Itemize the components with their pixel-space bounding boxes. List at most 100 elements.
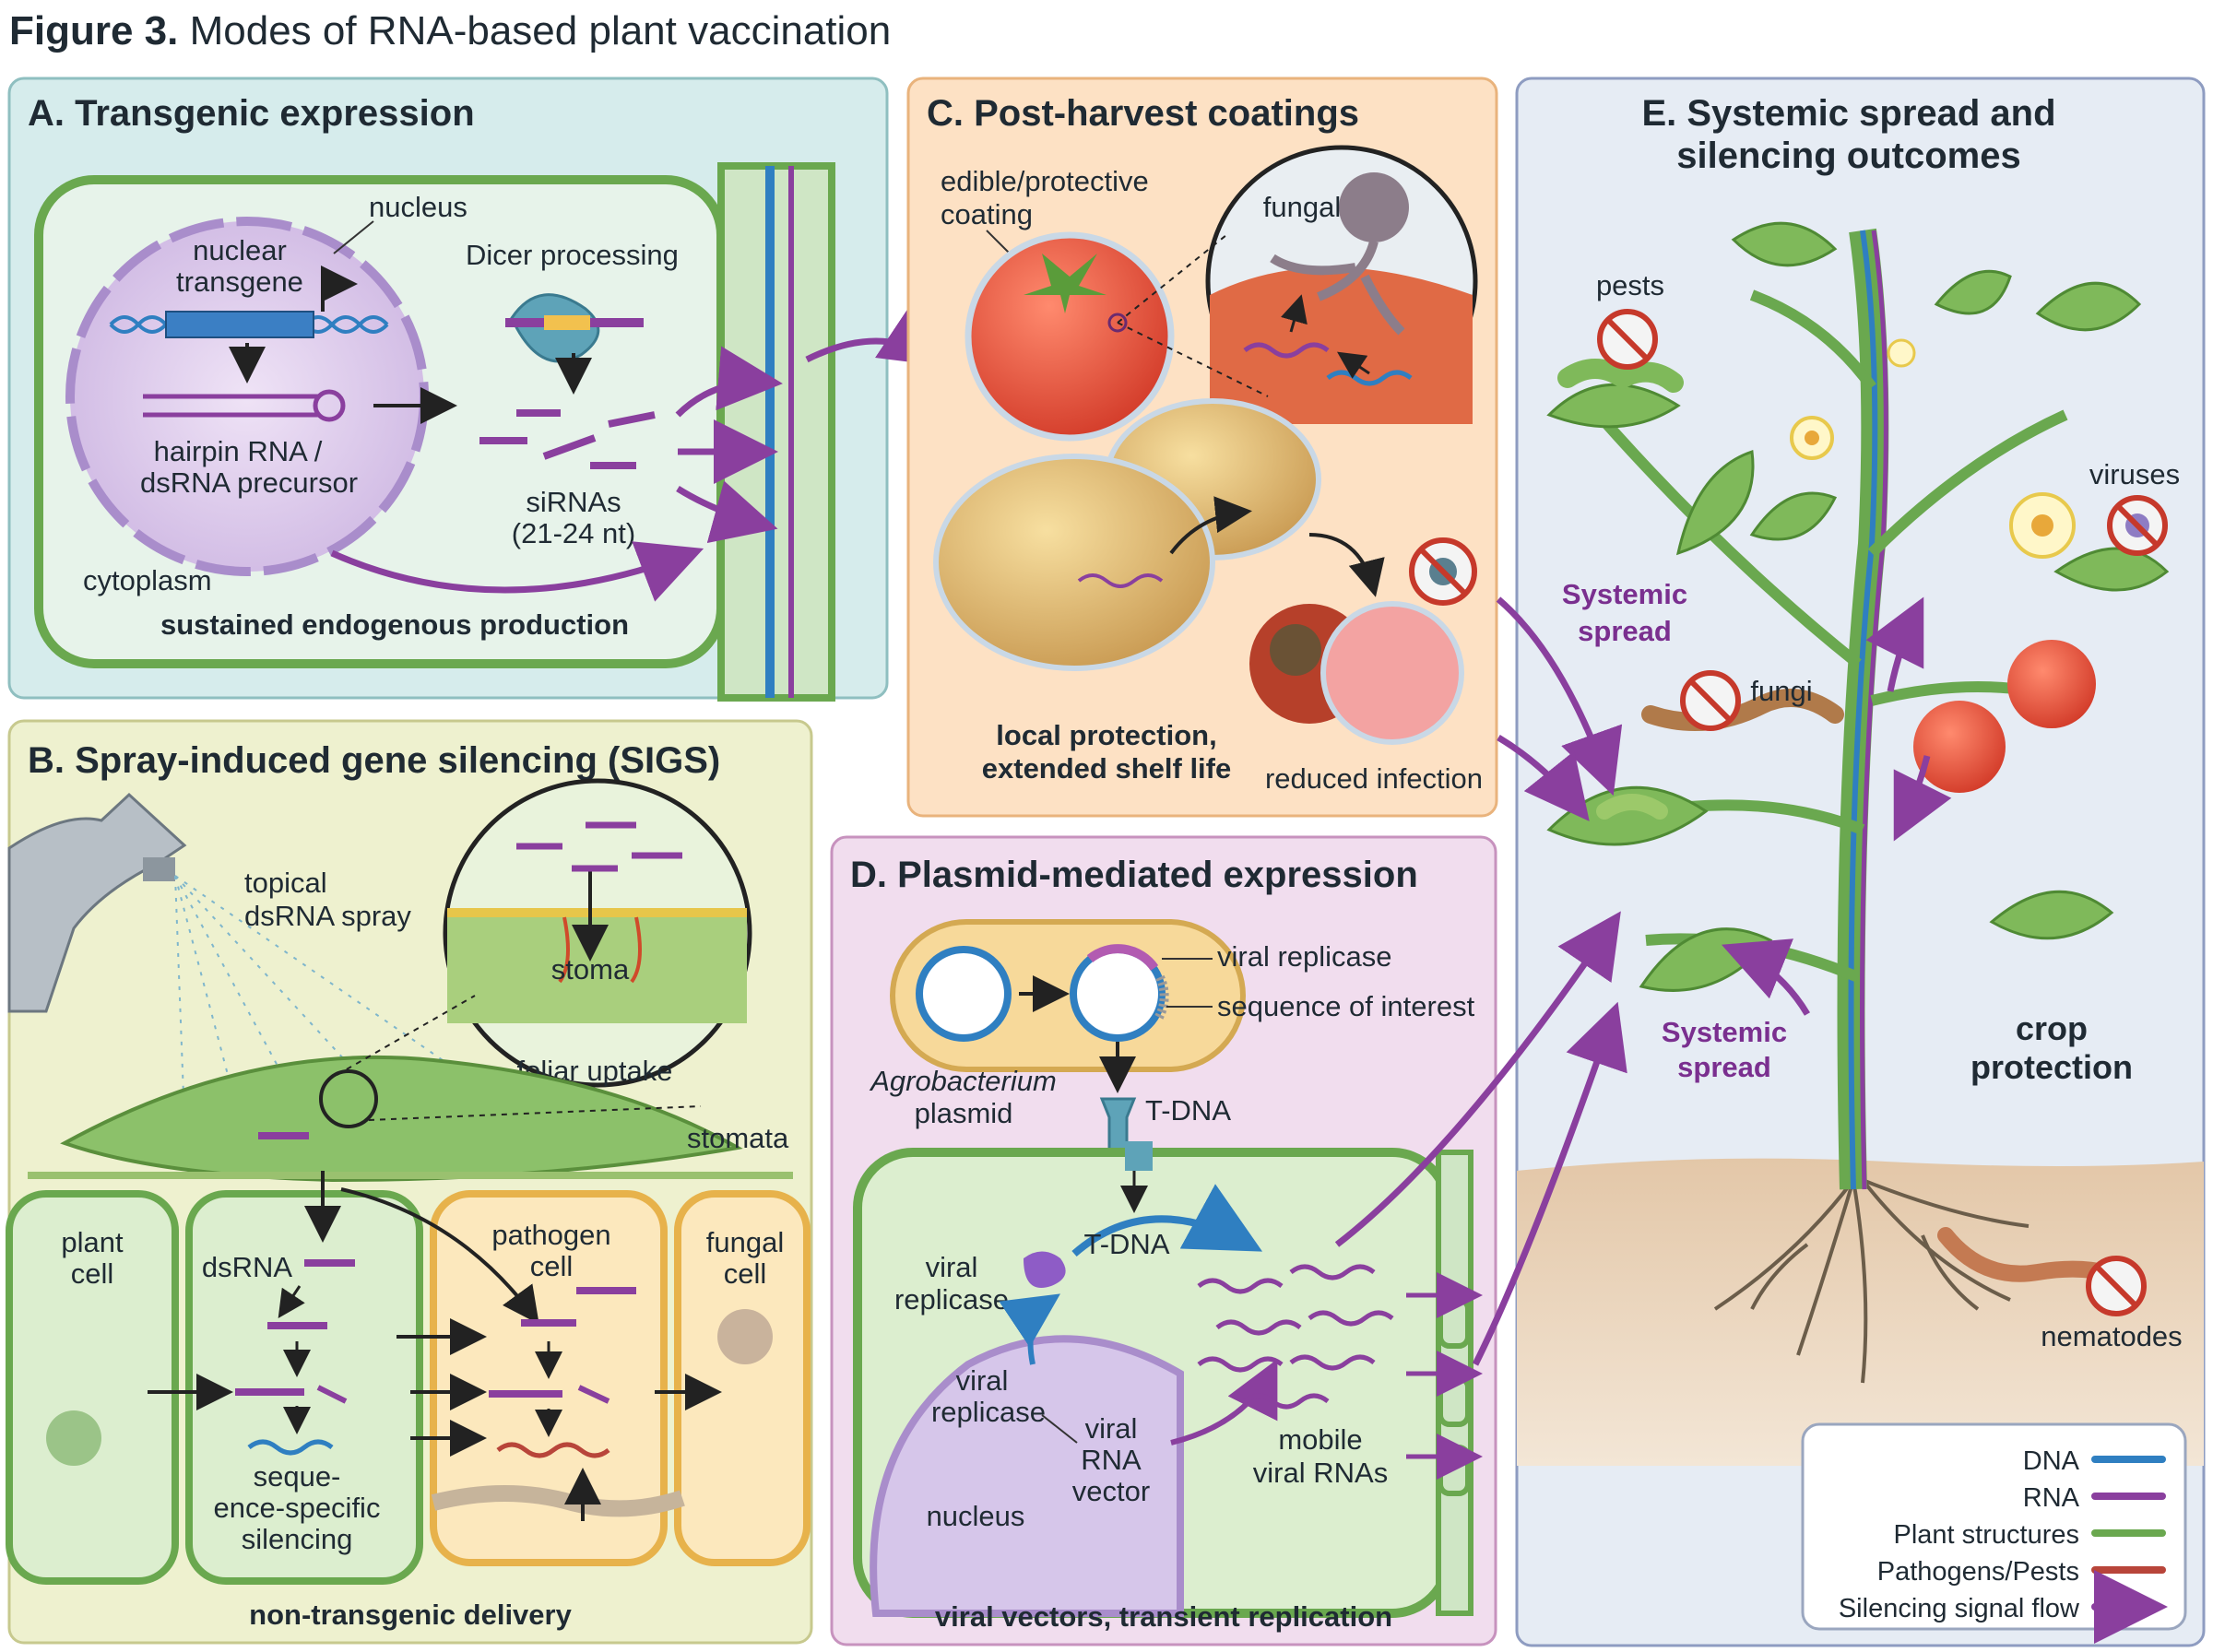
tdna-label: T-DNA (1084, 1228, 1170, 1260)
sirna-duplexes (479, 409, 656, 469)
panel-b-title: B. Spray-induced gene silencing (SIGS) (28, 740, 720, 781)
transgene-dna (109, 266, 389, 338)
dicer-enzyme (505, 293, 644, 363)
sirna-label-2: (21-24 nt) (512, 517, 635, 549)
dicer-label: Dicer processing (466, 239, 679, 271)
plasmodesmata-d (1436, 1150, 1473, 1616)
legend-items: DNA RNA Plant structuresPathogens/PestsSil… (1839, 1446, 2168, 1644)
legend-label: DNA (2023, 1446, 2080, 1476)
viral-rna-vector-label-2: RNA (1081, 1444, 1142, 1476)
legend-label: RNA (2023, 1483, 2080, 1513)
coating-label-2: coating (941, 198, 1033, 230)
tdna-channel-label: T-DNA (1145, 1094, 1231, 1127)
figure-prefix: Figure 3. (9, 8, 178, 53)
nucleus-d (870, 1335, 1184, 1617)
stoma-label: stoma (551, 953, 630, 985)
crop-protection-label-2: protection (1970, 1048, 2133, 1086)
transgene-label-1: nuclear (193, 234, 287, 266)
fungal-cell-label-1: fungal (706, 1226, 784, 1258)
agrobacterium-label: Agrobacterium (869, 1065, 1057, 1097)
soil (1517, 1158, 2204, 1466)
pathogen-cell-label-1: pathogen (491, 1219, 610, 1251)
potato-front (933, 454, 1215, 671)
plant-cell-label-2: cell (71, 1257, 114, 1290)
viral-replicase-label-1: viral (926, 1251, 978, 1283)
tomato-protected (1320, 601, 1464, 745)
fungal-cell (674, 1190, 811, 1566)
panel-a: A. Transgenic expression nucleus nuclear… (7, 77, 947, 702)
sequence-of-interest-label: sequence of interest (1217, 990, 1475, 1022)
spray-label-1: topical (244, 867, 327, 899)
legend-label: Silencing signal flow (1839, 1594, 2080, 1623)
reduced-infection-label: reduced infection (1265, 762, 1483, 795)
tomato-fruit-1 (1913, 701, 2006, 793)
pathogen-cell-label-2: cell (530, 1250, 574, 1282)
viral-rna-vector-label-3: vector (1072, 1475, 1150, 1507)
panel-b-caption: non-transgenic delivery (249, 1599, 572, 1631)
silencing-label-2: ence-specific (214, 1492, 381, 1524)
caterpillar-icon (1557, 359, 1684, 393)
crop-protection-label-1: crop (2016, 1009, 2088, 1047)
silencing-label-1: seque- (254, 1460, 341, 1493)
panel-a-title: A. Transgenic expression (28, 93, 475, 134)
viral-replicase-protein (1024, 1251, 1066, 1288)
viral-replicase2-label-2: replicase (931, 1396, 1046, 1428)
panel-d: D. Plasmid-mediated expression viral rep… (830, 835, 1497, 1646)
nucleus-label-a: nucleus (369, 191, 467, 223)
tomato-fruit-2 (2007, 640, 2096, 728)
panel-d-caption: viral vectors, transient replication (935, 1600, 1392, 1633)
panel-c-caption-1: local protection, (996, 719, 1216, 751)
hairpin-label-2: dsRNA precursor (140, 466, 358, 499)
legend: DNA RNA Plant structuresPathogens/PestsSil… (1801, 1422, 2187, 1644)
transgene-label-2: transgene (176, 266, 303, 298)
dsrna-label: dsRNA (202, 1251, 293, 1283)
no-fungi-icon (1680, 670, 1741, 731)
hairpin-label-1: hairpin RNA / (154, 435, 323, 467)
systemic-spread-1-l1: Systemic (1562, 578, 1687, 610)
mobile-rna-label-2: viral RNAs (1253, 1457, 1388, 1489)
plant-cell-b2 (185, 1190, 423, 1585)
sirna-label-1: siRNAs (526, 486, 621, 518)
sirna-export-arrows (330, 346, 783, 602)
hairpin-rna (143, 389, 346, 422)
no-nematodes-icon (2086, 1256, 2147, 1316)
legend-label: Plant structures (1894, 1520, 2079, 1550)
viral-replicase-top-label: viral replicase (1217, 940, 1392, 973)
panel-a-caption: sustained endogenous production (160, 608, 629, 641)
leaf-zoom-marker (319, 1069, 378, 1128)
fungal-zoom-inset (1205, 145, 1478, 424)
panel-b: B. Spray-induced gene silencing (SIGS) t… (6, 719, 813, 1645)
viral-replicase-label-2: replicase (894, 1283, 1009, 1316)
silencing-label-3: silencing (242, 1523, 353, 1555)
fungal-cell-label-2: cell (724, 1257, 767, 1290)
figure-title: Figure 3. Modes of RNA-based plant vacci… (9, 8, 891, 53)
nucleus-d-label: nucleus (927, 1500, 1025, 1532)
legend-box (1801, 1422, 2187, 1631)
sigs-processing (148, 1171, 722, 1521)
cytoplasm-label: cytoplasm (83, 564, 212, 596)
vascular-bundle (717, 162, 835, 702)
panel-c-caption-2: extended shelf life (982, 752, 1231, 785)
panel-c-title: C. Post-harvest coatings (927, 93, 1359, 134)
figure-title-text: Modes of RNA-based plant vaccination (178, 8, 891, 53)
spray-label-2: dsRNA spray (244, 900, 411, 932)
mobile-viral-rnas (1197, 1264, 1394, 1410)
legend-label: Pathogens/Pests (1877, 1557, 2079, 1587)
panel-e-title-1: E. Systemic spread and (1641, 93, 2055, 134)
fungi-label: fungi (1750, 675, 1812, 707)
viruses-label: viruses (2089, 458, 2180, 490)
viral-rna-vector-label-1: viral (1085, 1412, 1138, 1445)
roots (1713, 1178, 2030, 1384)
nematodes-label: nematodes (2041, 1320, 2182, 1352)
panel-e-title-2: silencing outcomes (1676, 136, 2020, 176)
flowers (1790, 338, 2076, 559)
foliar-zoom-inset (443, 778, 752, 1088)
plasmid-1 (916, 946, 1012, 1042)
systemic-spread-2-l2: spread (1677, 1051, 1771, 1083)
panel-c: C. Post-harvest coatings edible/protecti… (906, 77, 1498, 818)
panel-e: E. Systemic spread and silencing outcome… (1334, 77, 2206, 1647)
no-pests-icon (1597, 309, 1658, 370)
tomato-coated (964, 231, 1175, 442)
systemic-spread-2-l1: Systemic (1662, 1016, 1787, 1048)
